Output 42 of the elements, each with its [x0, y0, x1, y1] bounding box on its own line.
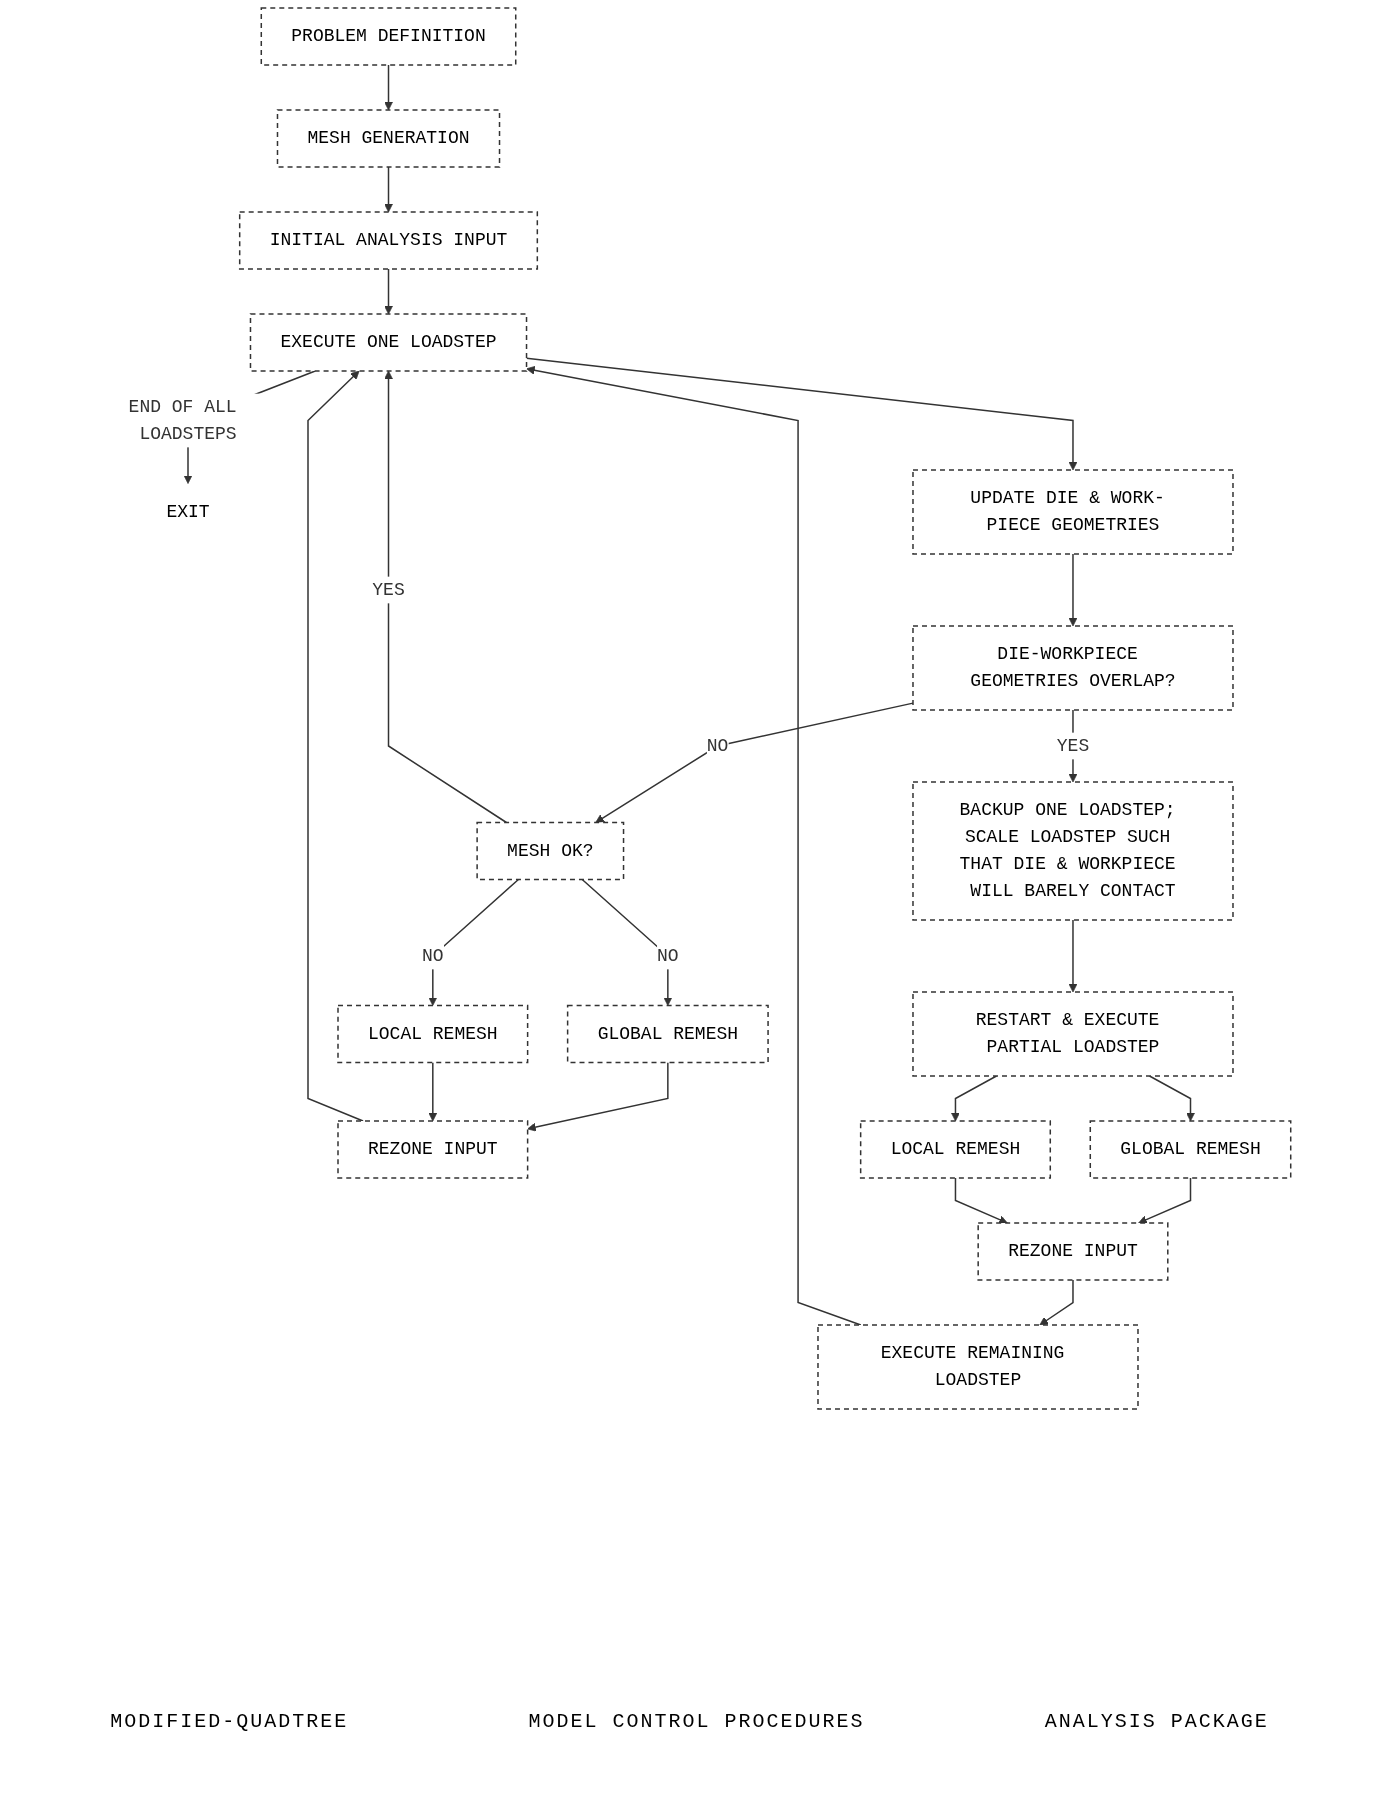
node-box: MESH OK?	[476, 821, 625, 881]
arrow	[307, 370, 364, 1122]
column-heading: MODEL CONTROL PROCEDURES	[528, 1710, 865, 1733]
arrow	[951, 1075, 998, 1122]
column-heading: MODIFIED-QUADTREE	[110, 1710, 349, 1733]
node-box: BACKUP ONE LOADSTEP; SCALE LOADSTEP SUCH THAT DIE & WORKPIECE WILL BARELY CONTACT	[912, 781, 1234, 921]
arrow	[384, 370, 508, 824]
node-box: PROBLEM DEFINITION	[260, 7, 517, 66]
node-box: REZONE INPUT	[977, 1222, 1169, 1281]
node-box: INITIAL ANALYSIS INPUT	[239, 211, 539, 270]
node-box: RESTART & EXECUTE PARTIAL LOADSTEP	[912, 991, 1234, 1077]
arrow	[1148, 1075, 1196, 1122]
arrow	[954, 1177, 1008, 1224]
node-text: EXIT	[166, 501, 210, 522]
arrow	[526, 365, 862, 1326]
arrow	[1068, 919, 1078, 993]
edge-label: NO	[706, 735, 729, 756]
node-box: MESH GENERATION	[276, 109, 501, 168]
arrow	[595, 702, 914, 823]
edge-label: YES	[1056, 735, 1090, 756]
node-box: REZONE INPUT	[337, 1120, 529, 1179]
edge-label: NO	[422, 945, 444, 966]
node-box: LOCAL REMESH	[860, 1120, 1052, 1179]
arrow	[1068, 553, 1078, 627]
arrow	[527, 1061, 669, 1132]
node-box: EXECUTE ONE LOADSTEP	[249, 313, 528, 372]
column-heading: ANALYSIS PACKAGE	[1044, 1710, 1269, 1733]
arrow	[384, 64, 394, 111]
arrow	[1138, 1177, 1192, 1224]
edge-label: NO	[657, 945, 679, 966]
node-box: GLOBAL REMESH	[1089, 1120, 1292, 1179]
node-box: DIE-WORKPIECE GEOMETRIES OVERLAP?	[912, 625, 1234, 711]
arrow	[1039, 1279, 1074, 1326]
node-box: UPDATE DIE & WORK- PIECE GEOMETRIES	[912, 469, 1234, 555]
node-box: LOCAL REMESH	[337, 1004, 529, 1064]
node-box: GLOBAL REMESH	[567, 1004, 769, 1064]
node-box: EXECUTE REMAINING LOADSTEP	[817, 1324, 1139, 1410]
edge-label: END OF ALL LOADSTEPS	[128, 396, 237, 444]
arrow	[384, 268, 394, 315]
arrow	[428, 1061, 438, 1122]
edge-label: YES	[372, 579, 405, 600]
arrow	[384, 166, 394, 213]
